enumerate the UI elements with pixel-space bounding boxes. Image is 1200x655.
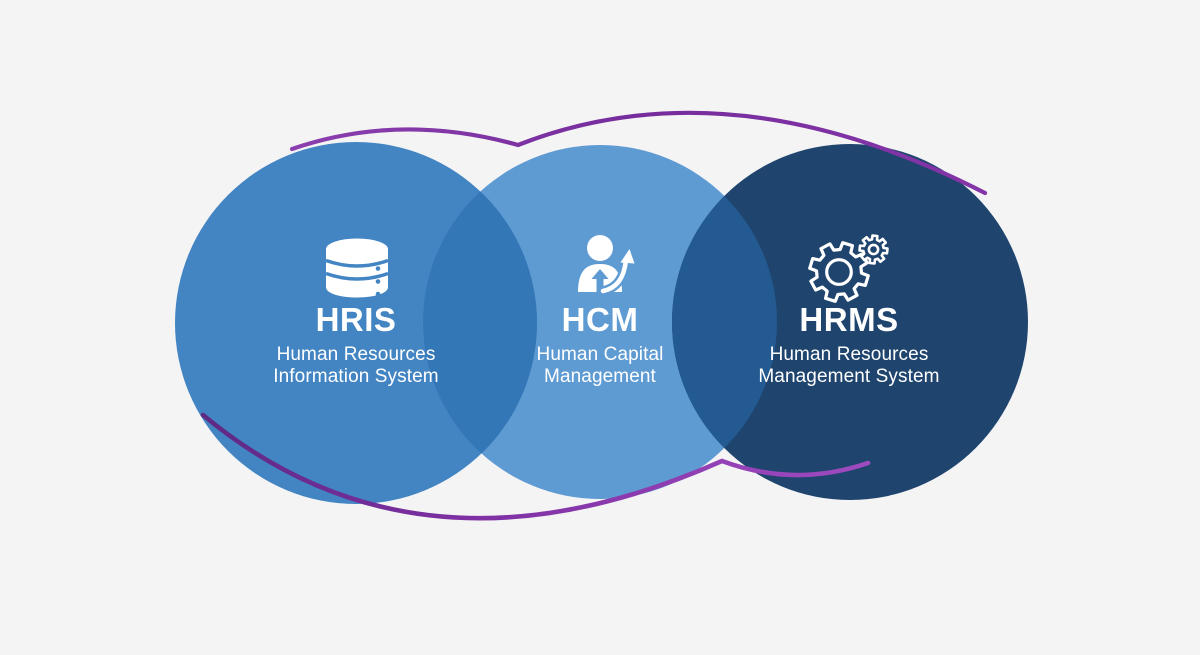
circle-hrms (672, 144, 1028, 500)
hrms-subtitle: Human Resources Management System (758, 344, 939, 387)
hrms-subtitle-line1: Human Resources (769, 344, 929, 365)
overlap-hris-hcm (423, 145, 537, 499)
accent-curve-bottom (200, 412, 871, 521)
hris-subtitle-line2: Information System (273, 365, 439, 387)
hcm-title: HCM (561, 301, 639, 338)
hris-subtitle: Human Resources Information System (273, 344, 438, 387)
hrms-title: HRMS (799, 301, 899, 338)
hris-title: HRIS (315, 301, 397, 338)
hris-subtitle-line1: Human Resources (276, 344, 436, 365)
accent-curve-top (289, 110, 988, 196)
hcm-subtitle: Human Capital Management (537, 344, 664, 387)
hcm-subtitle-line2: Management (544, 365, 656, 387)
database-icon (325, 238, 389, 298)
hrms-subtitle-line2: Management System (758, 365, 940, 387)
hcm-subtitle-line1: Human Capital (536, 344, 664, 365)
person-growth-icon (578, 235, 635, 296)
hcm-label-block: HCM Human Capital Management (537, 301, 664, 387)
circle-hris (175, 142, 537, 504)
hris-label-block: HRIS Human Resources Information System (273, 301, 438, 387)
gears-icon (808, 234, 889, 303)
hrms-label-block: HRMS Human Resources Management System (758, 301, 939, 387)
